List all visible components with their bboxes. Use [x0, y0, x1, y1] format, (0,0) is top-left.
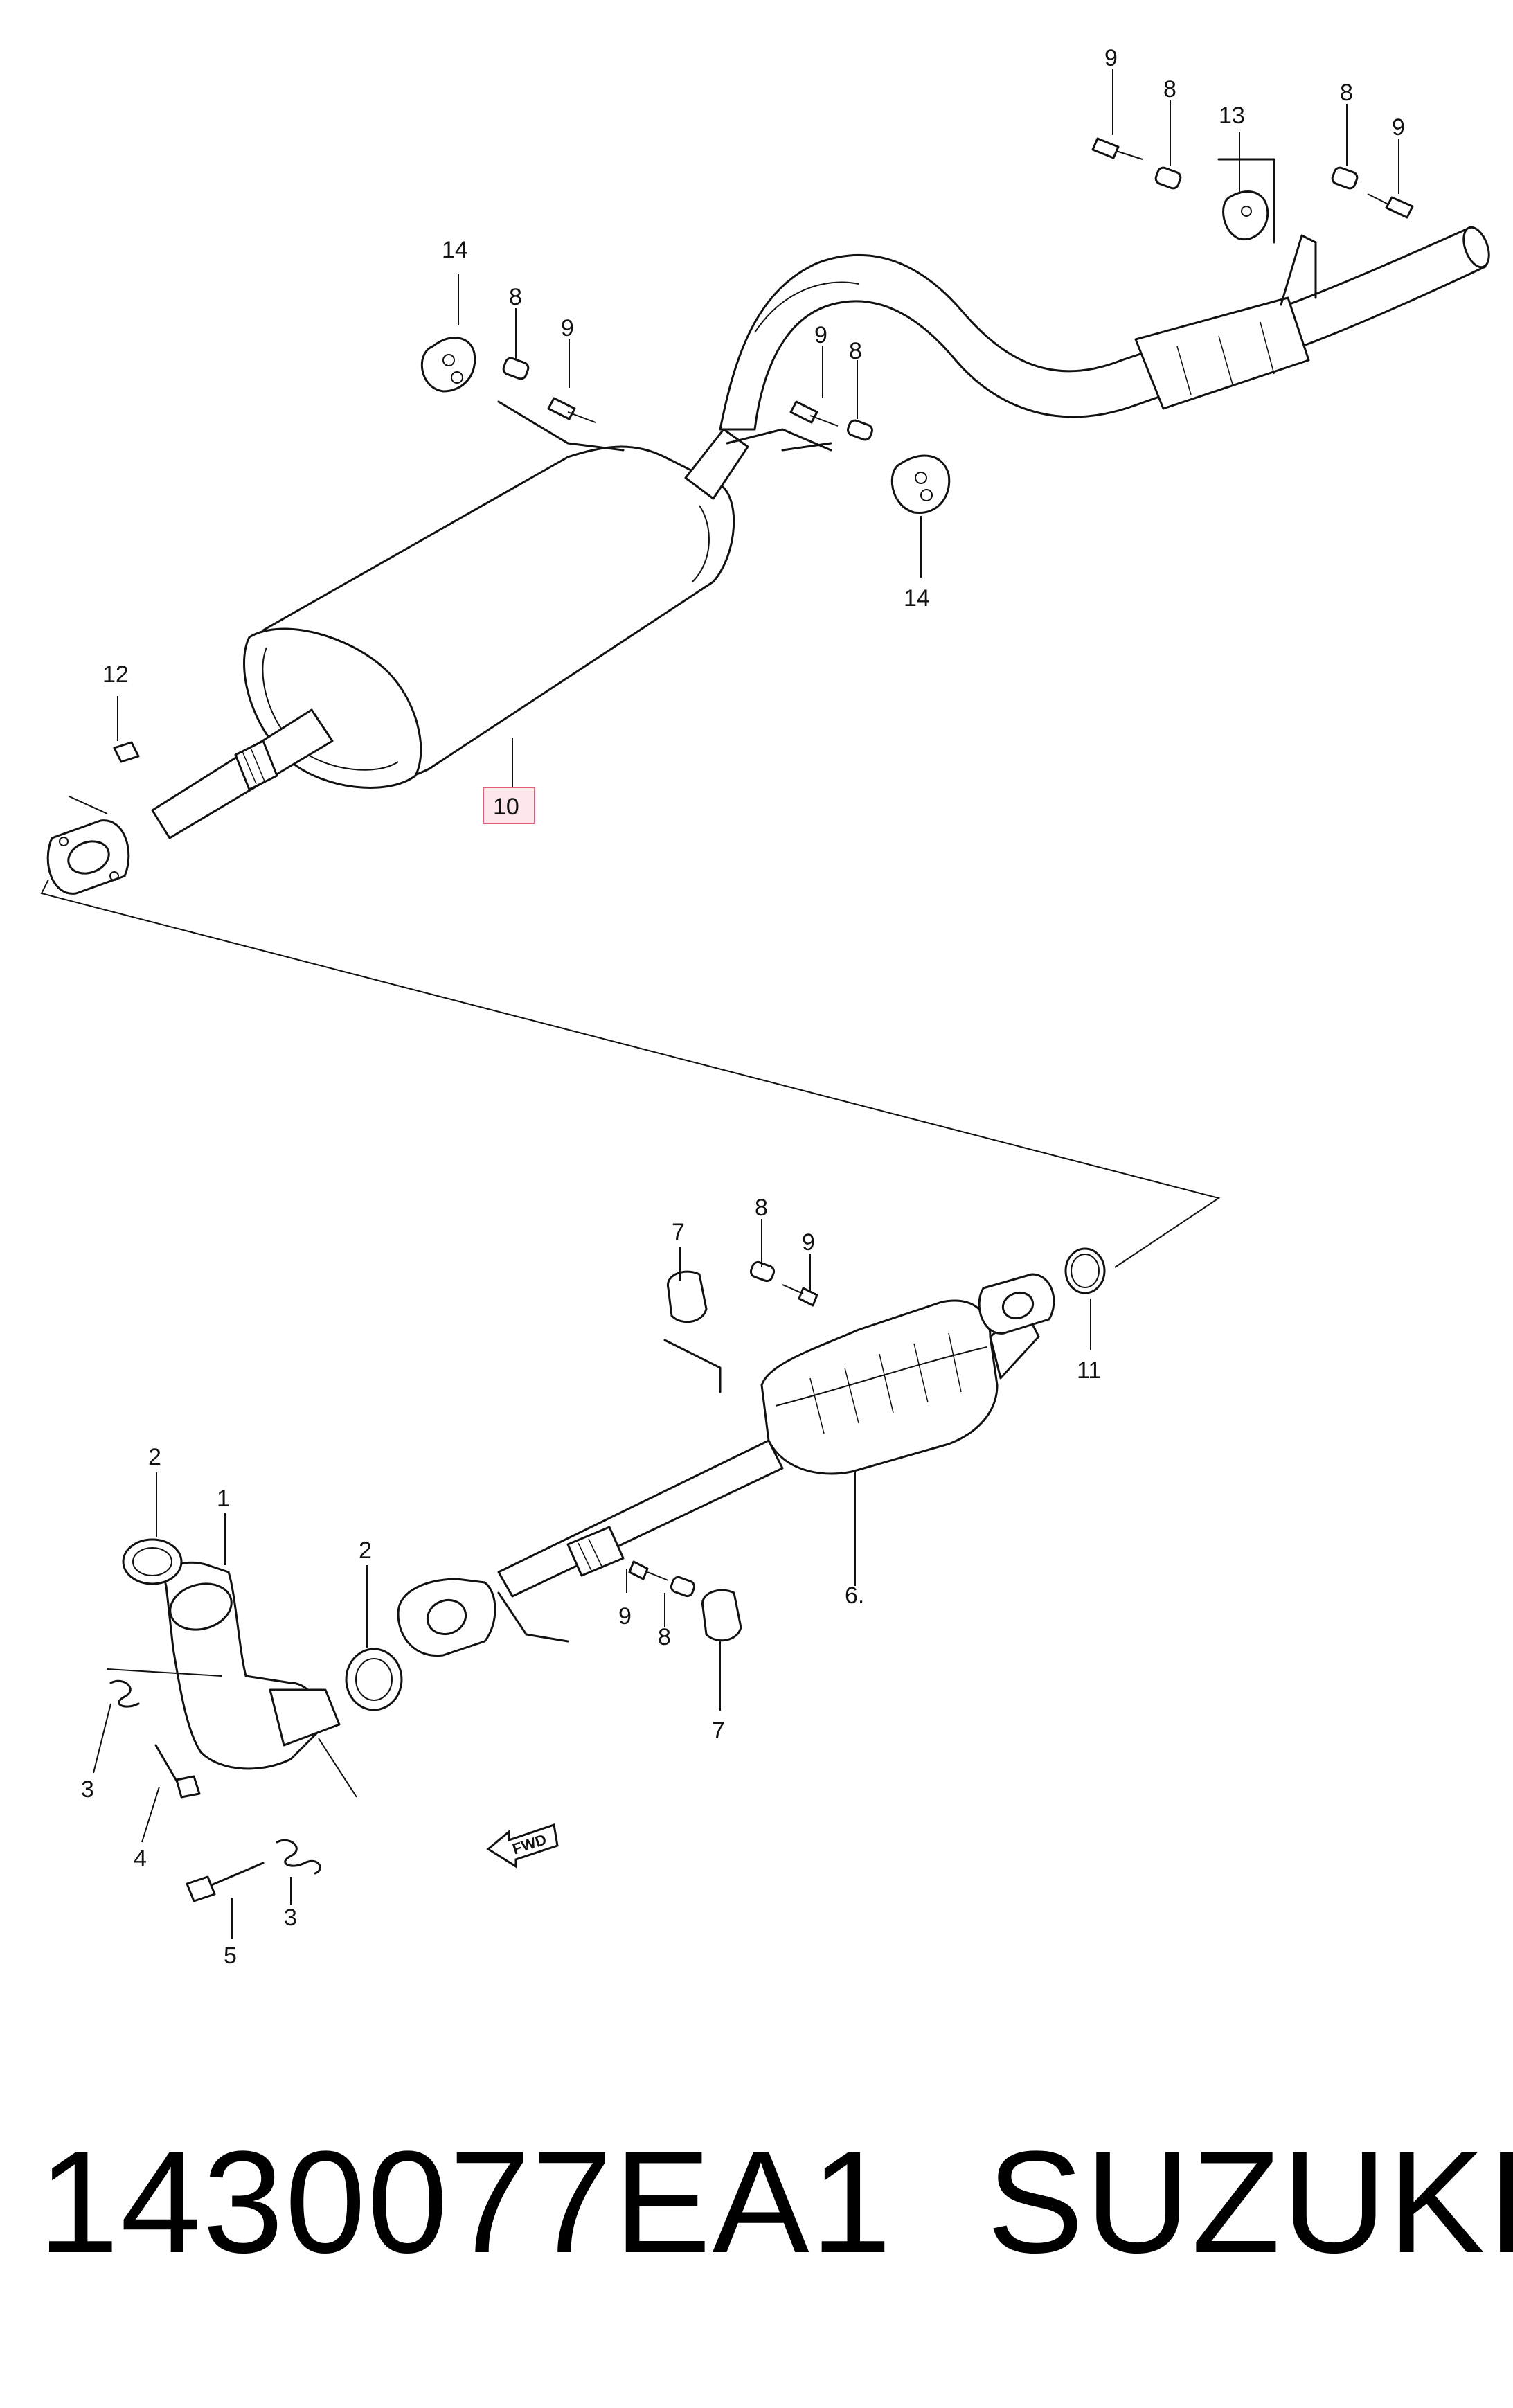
callout-9: 9 [1392, 114, 1405, 141]
callout-8: 8 [755, 1195, 768, 1221]
callout-8: 8 [658, 1624, 671, 1650]
hanger-7-lower [701, 1589, 742, 1642]
callout-9: 9 [561, 315, 574, 341]
callout-12: 12 [102, 661, 129, 688]
spring-3-lower [276, 1839, 321, 1875]
callout-9: 9 [1104, 45, 1118, 71]
assembly-link-line [40, 879, 1221, 1268]
callout-labels: 9 8 13 8 9 14 8 9 9 8 14 12 10 7 8 9 11 … [81, 45, 1405, 1969]
forward-arrow-icon: FWD [486, 1823, 559, 1869]
catalytic-converter [760, 1273, 1055, 1475]
collars-lower [670, 1260, 776, 1598]
exhaust-system-diagram: FWD 9 8 13 8 9 14 8 9 9 8 14 12 10 7 8 9… [40, 45, 1490, 1969]
callout-9: 9 [814, 322, 827, 348]
callout-2: 2 [359, 1537, 372, 1564]
callout-9: 9 [802, 1229, 815, 1256]
callout-7: 7 [672, 1219, 685, 1245]
callout-8: 8 [1340, 80, 1353, 106]
brand-name: SUZUKI [987, 2121, 1513, 2283]
rubber-mount-14-left [421, 337, 476, 393]
spring-3-upper [109, 1679, 140, 1708]
bolts-lower [628, 1284, 818, 1581]
callout-4: 4 [134, 1846, 147, 1872]
callout-8: 8 [509, 284, 522, 310]
callout-14: 14 [442, 237, 468, 263]
gasket-2-lower [345, 1648, 403, 1711]
hanger-7-upper [663, 1270, 722, 1393]
callout-8: 8 [1163, 76, 1176, 102]
callout-8: 8 [849, 338, 862, 364]
gasket-ring-11 [1064, 1247, 1106, 1294]
nut-12 [113, 741, 140, 763]
gasket-2-upper [122, 1538, 183, 1585]
stud-bolt-4 [154, 1744, 201, 1799]
callout-3: 3 [284, 1905, 297, 1931]
callout-14: 14 [904, 585, 930, 612]
callout-6: 6. [845, 1582, 864, 1609]
front-pipe [397, 1439, 784, 1657]
callout-10-highlight [483, 787, 535, 824]
rubber-mount-14-right [890, 454, 951, 515]
bolt-5 [186, 1862, 265, 1902]
callout-7: 7 [712, 1718, 725, 1744]
callout-9: 9 [618, 1603, 632, 1630]
callout-2: 2 [148, 1444, 161, 1470]
callout-1: 1 [217, 1486, 230, 1512]
callout-3: 3 [81, 1776, 94, 1803]
callout-10: 10 [493, 794, 519, 820]
leader-lines-lower [93, 1219, 1091, 1939]
bolts-upper [547, 137, 1414, 427]
callout-5: 5 [224, 1943, 237, 1969]
exhaust-manifold-pipe [163, 1561, 341, 1770]
part-number: 1430077EA1 [38, 2121, 893, 2283]
callout-13: 13 [1219, 102, 1245, 129]
muffler [46, 400, 832, 895]
collars-upper [502, 166, 1359, 441]
callout-11: 11 [1077, 1357, 1101, 1384]
tail-pipe [719, 158, 1490, 431]
rubber-mount-13 [1222, 190, 1269, 241]
